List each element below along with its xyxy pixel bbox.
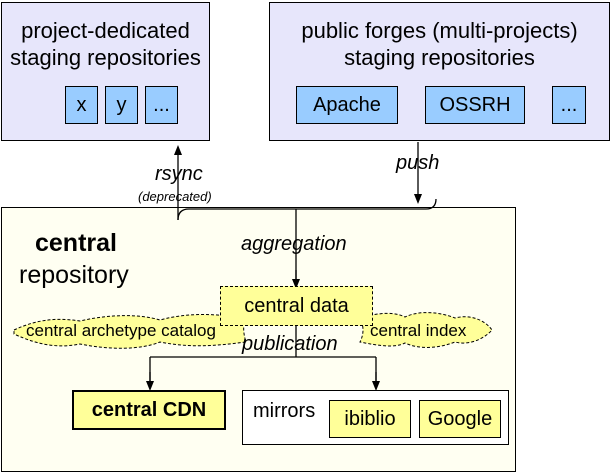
mirror-ibiblio: ibiblio — [329, 400, 411, 438]
mirror-google: Google — [419, 400, 501, 438]
rsync-label: rsync — [155, 163, 203, 185]
mirror-ibiblio-label: ibiblio — [344, 407, 396, 430]
public-forges-title-line2: staging repositories — [344, 45, 535, 70]
central-title-bold: central — [35, 229, 117, 257]
public-forges-title-line1: public forges (multi-projects) — [301, 18, 578, 43]
publication-label: publication — [242, 333, 338, 355]
public-forges-staging-panel: public forges (multi-projects) staging r… — [269, 2, 610, 141]
aggregation-label: aggregation — [241, 233, 347, 255]
central-index-shape — [359, 312, 493, 348]
central-repository-title: central — [35, 229, 117, 258]
push-label: push — [396, 152, 440, 174]
forge-chip-more: ... — [552, 86, 586, 124]
project-dedicated-staging-panel: project-dedicated staging repositories x… — [1, 2, 210, 141]
project-dedicated-title-line1: project-dedicated — [21, 18, 190, 43]
mirrors-label: mirrors — [253, 400, 316, 422]
repo-chip-more: ... — [145, 86, 178, 124]
rsync-deprecated-note: (deprecated) — [138, 189, 212, 204]
central-index-label: central index — [370, 321, 467, 340]
central-data-label: central data — [244, 294, 349, 317]
project-dedicated-title-line2: staging repositories — [10, 45, 201, 70]
forge-chip-apache: Apache — [296, 86, 398, 124]
repo-chip-x: x — [65, 86, 98, 124]
mirror-google-label: Google — [427, 407, 493, 430]
archetype-catalog-shape — [13, 314, 247, 349]
central-data-box: central data — [220, 286, 373, 326]
central-repository-subtitle: repository — [19, 261, 129, 289]
forge-chip-ossrh: OSSRH — [425, 86, 525, 124]
central-cdn-box: central CDN — [72, 390, 226, 430]
central-cdn-label: central CDN — [91, 398, 207, 421]
mirrors-box: mirrors ibiblio Google — [242, 390, 509, 445]
repo-chip-y: y — [105, 86, 138, 124]
central-archetype-catalog-label: central archetype catalog — [26, 321, 216, 340]
